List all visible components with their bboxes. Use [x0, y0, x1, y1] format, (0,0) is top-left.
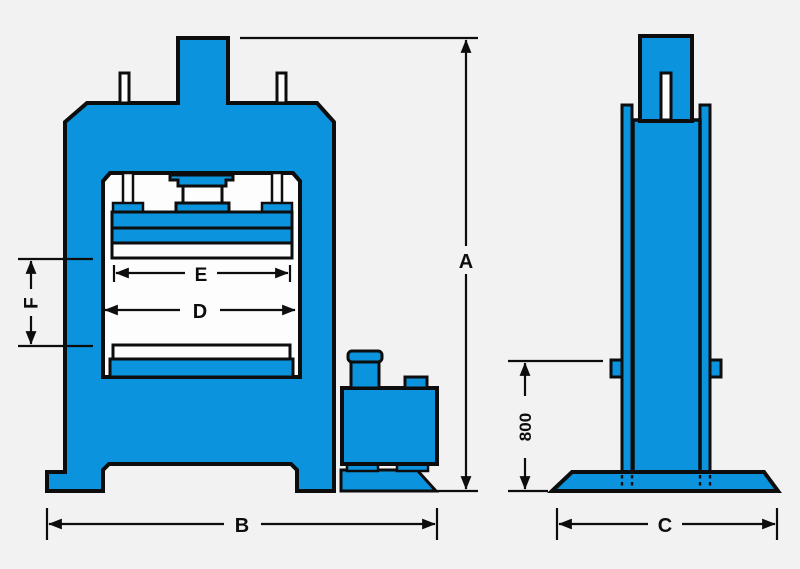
- side-base: [546, 470, 782, 493]
- dim-platen-width: E: [112, 261, 292, 286]
- dim-depth: C: [555, 508, 779, 540]
- dim-bed-width: D: [104, 297, 296, 323]
- side-column: [631, 118, 702, 474]
- lower-platen-base: [108, 357, 295, 379]
- oil-tank: [340, 386, 439, 466]
- dimension-label-800: 800: [516, 413, 535, 441]
- lower-platen-top: [111, 343, 292, 361]
- dim-working-height: 800: [508, 359, 603, 493]
- tie-rod-post-right: [275, 71, 288, 105]
- label-backdrop: [19, 289, 43, 316]
- dim-overall-height: A: [240, 36, 479, 493]
- dimension-label-b: B: [235, 515, 249, 537]
- upper-platen-slab-3: [110, 241, 294, 260]
- dim-daylight: F: [18, 257, 93, 348]
- side-rail-left: [620, 103, 634, 474]
- dim-overall-width: B: [45, 508, 439, 540]
- valve-block: [403, 375, 429, 390]
- motor-body: [349, 358, 381, 390]
- label-backdrop: [224, 510, 261, 536]
- front-view: [45, 36, 440, 493]
- label-backdrop: [513, 396, 537, 458]
- ram-upper-plate: [168, 173, 235, 188]
- label-backdrop: [453, 246, 479, 274]
- label-backdrop: [185, 261, 217, 283]
- label-backdrop: [180, 297, 220, 323]
- tie-rod-post-left: [118, 71, 131, 105]
- tank-skid: [339, 468, 440, 493]
- label-backdrop: [648, 510, 682, 536]
- guide-rod-left: [121, 171, 135, 206]
- upper-platen-slab-2: [110, 226, 294, 245]
- side-top-slot: [659, 71, 673, 122]
- ram-rod: [181, 184, 224, 205]
- dimension-label-f: F: [22, 297, 43, 309]
- guide-rod-right: [270, 171, 284, 206]
- side-view: [546, 34, 782, 493]
- dimension-label-d: D: [193, 301, 207, 323]
- side-tab-right: [708, 358, 723, 379]
- side-tab-left: [609, 358, 624, 379]
- motor-cap: [346, 349, 384, 364]
- dimension-label-e: E: [195, 265, 208, 286]
- upper-platen-slab-1: [110, 210, 294, 230]
- dimension-label-c: C: [658, 515, 672, 537]
- dimension-label-a: A: [459, 251, 473, 273]
